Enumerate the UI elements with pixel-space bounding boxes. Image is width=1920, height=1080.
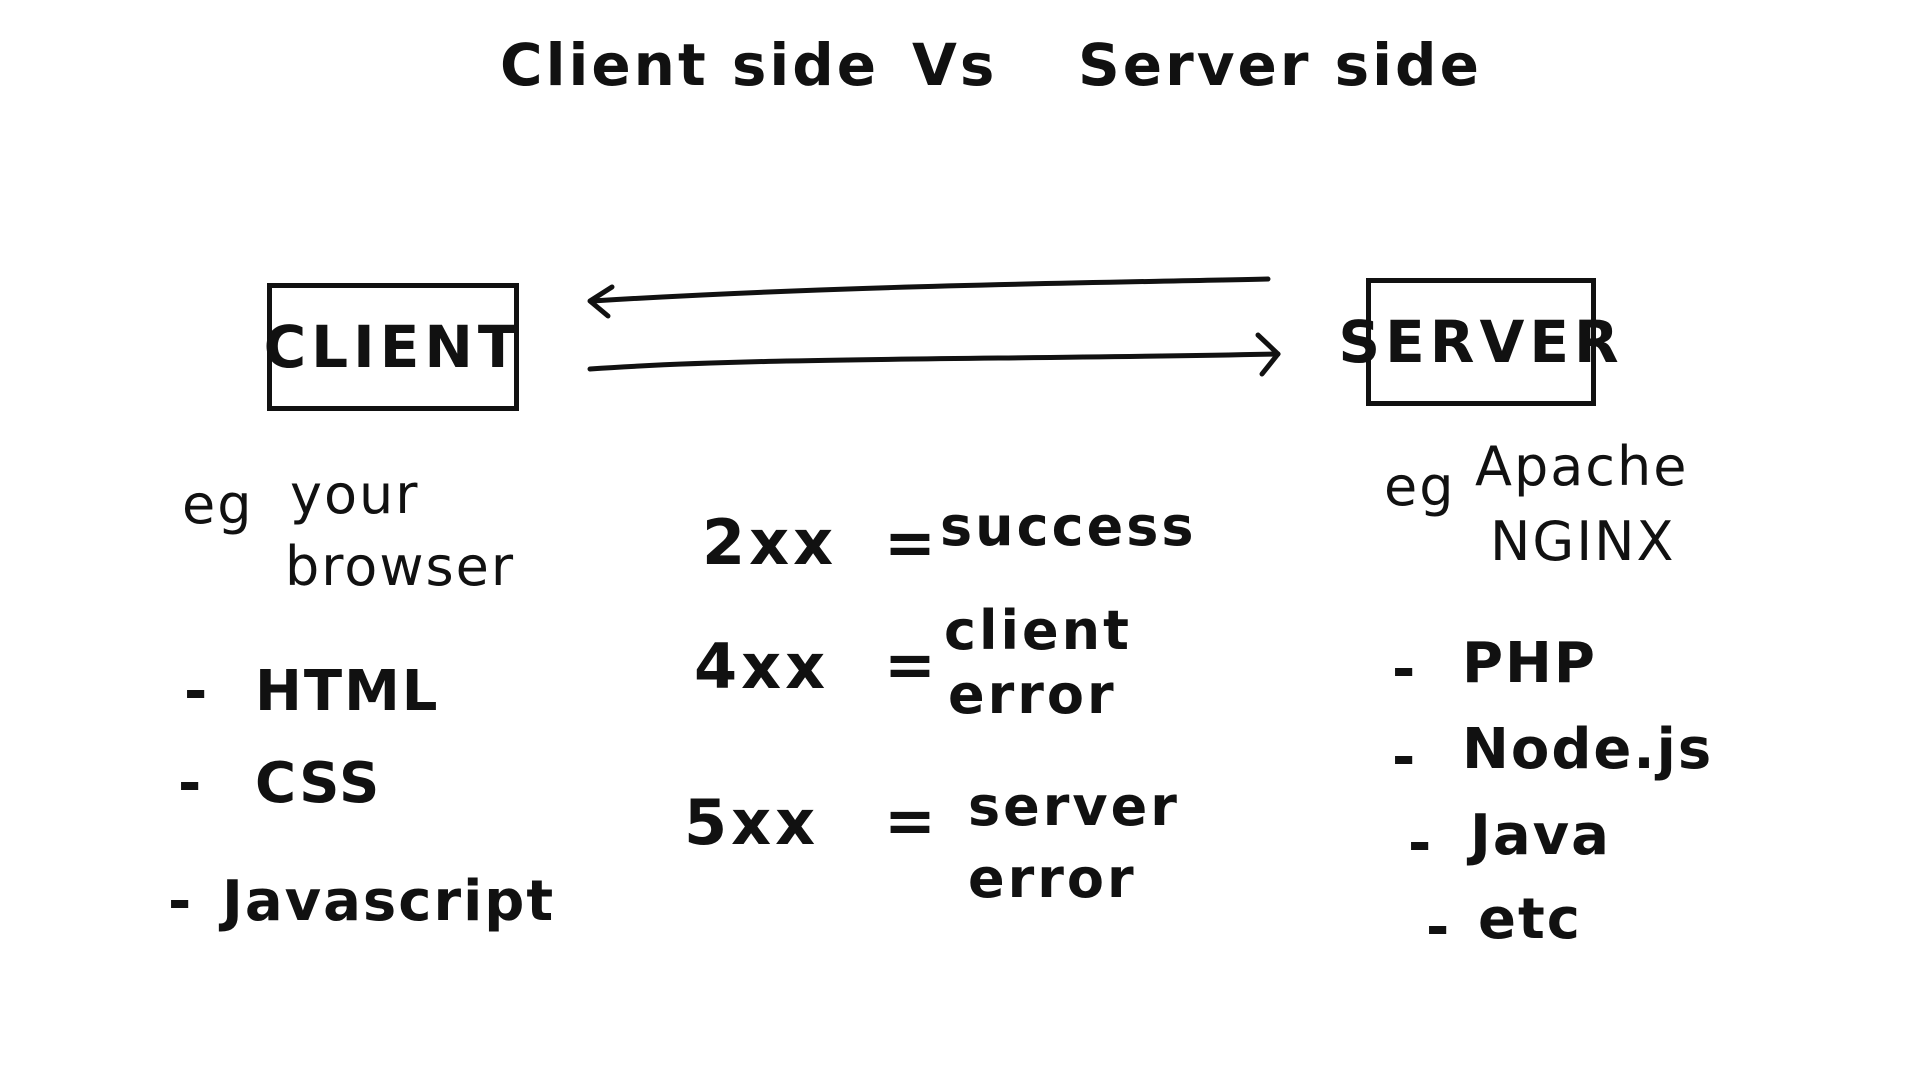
client-bullet-3: - [168,869,194,934]
title-client-side: Client side [500,31,880,99]
server-tech-java: Java [1470,803,1611,868]
status-code-4xx: 4xx [694,630,830,703]
status-code-5xx: 5xx [684,786,820,859]
server-tech-etc: etc [1478,887,1582,952]
request-arrow-icon [587,332,1281,377]
status-equals-5xx: = [884,784,938,857]
server-example-line1: Apache [1475,435,1689,498]
status-desc-5xx-line2: error [968,847,1137,910]
client-box-label: CLIENT [263,313,523,381]
server-bullet-3: - [1408,811,1434,876]
client-bullet-1: - [184,659,210,724]
server-eg-prefix: eg [1384,455,1456,518]
status-desc-2xx: success [940,495,1197,558]
client-bullet-2: - [178,751,204,816]
server-tech-nodejs: Node.js [1462,717,1714,782]
server-example-line2: NGINX [1490,510,1676,573]
server-box: SERVER [1338,278,1619,406]
response-arrow-icon [587,276,1271,319]
title-vs: Vs [912,31,998,99]
status-desc-4xx-line2: error [948,663,1117,726]
server-box-label: SERVER [1338,308,1624,376]
server-bullet-4: - [1426,895,1452,960]
status-equals-4xx: = [884,628,938,701]
client-tech-css: CSS [255,751,382,816]
status-desc-5xx-line1: server [968,775,1180,838]
client-example-line1: your [290,463,420,526]
server-bullet-2: - [1392,725,1418,790]
client-tech-javascript: Javascript [222,869,556,934]
server-tech-php: PHP [1462,631,1597,696]
client-example-line2: browser [285,535,516,598]
status-code-2xx: 2xx [702,506,838,579]
client-tech-html: HTML [255,659,440,724]
status-desc-4xx-line1: client [944,599,1132,662]
client-eg-prefix: eg [182,473,254,536]
client-box: CLIENT [264,283,519,411]
title-server-side: Server side [1078,31,1482,99]
status-equals-2xx: = [884,506,938,579]
server-bullet-1: - [1392,637,1418,702]
